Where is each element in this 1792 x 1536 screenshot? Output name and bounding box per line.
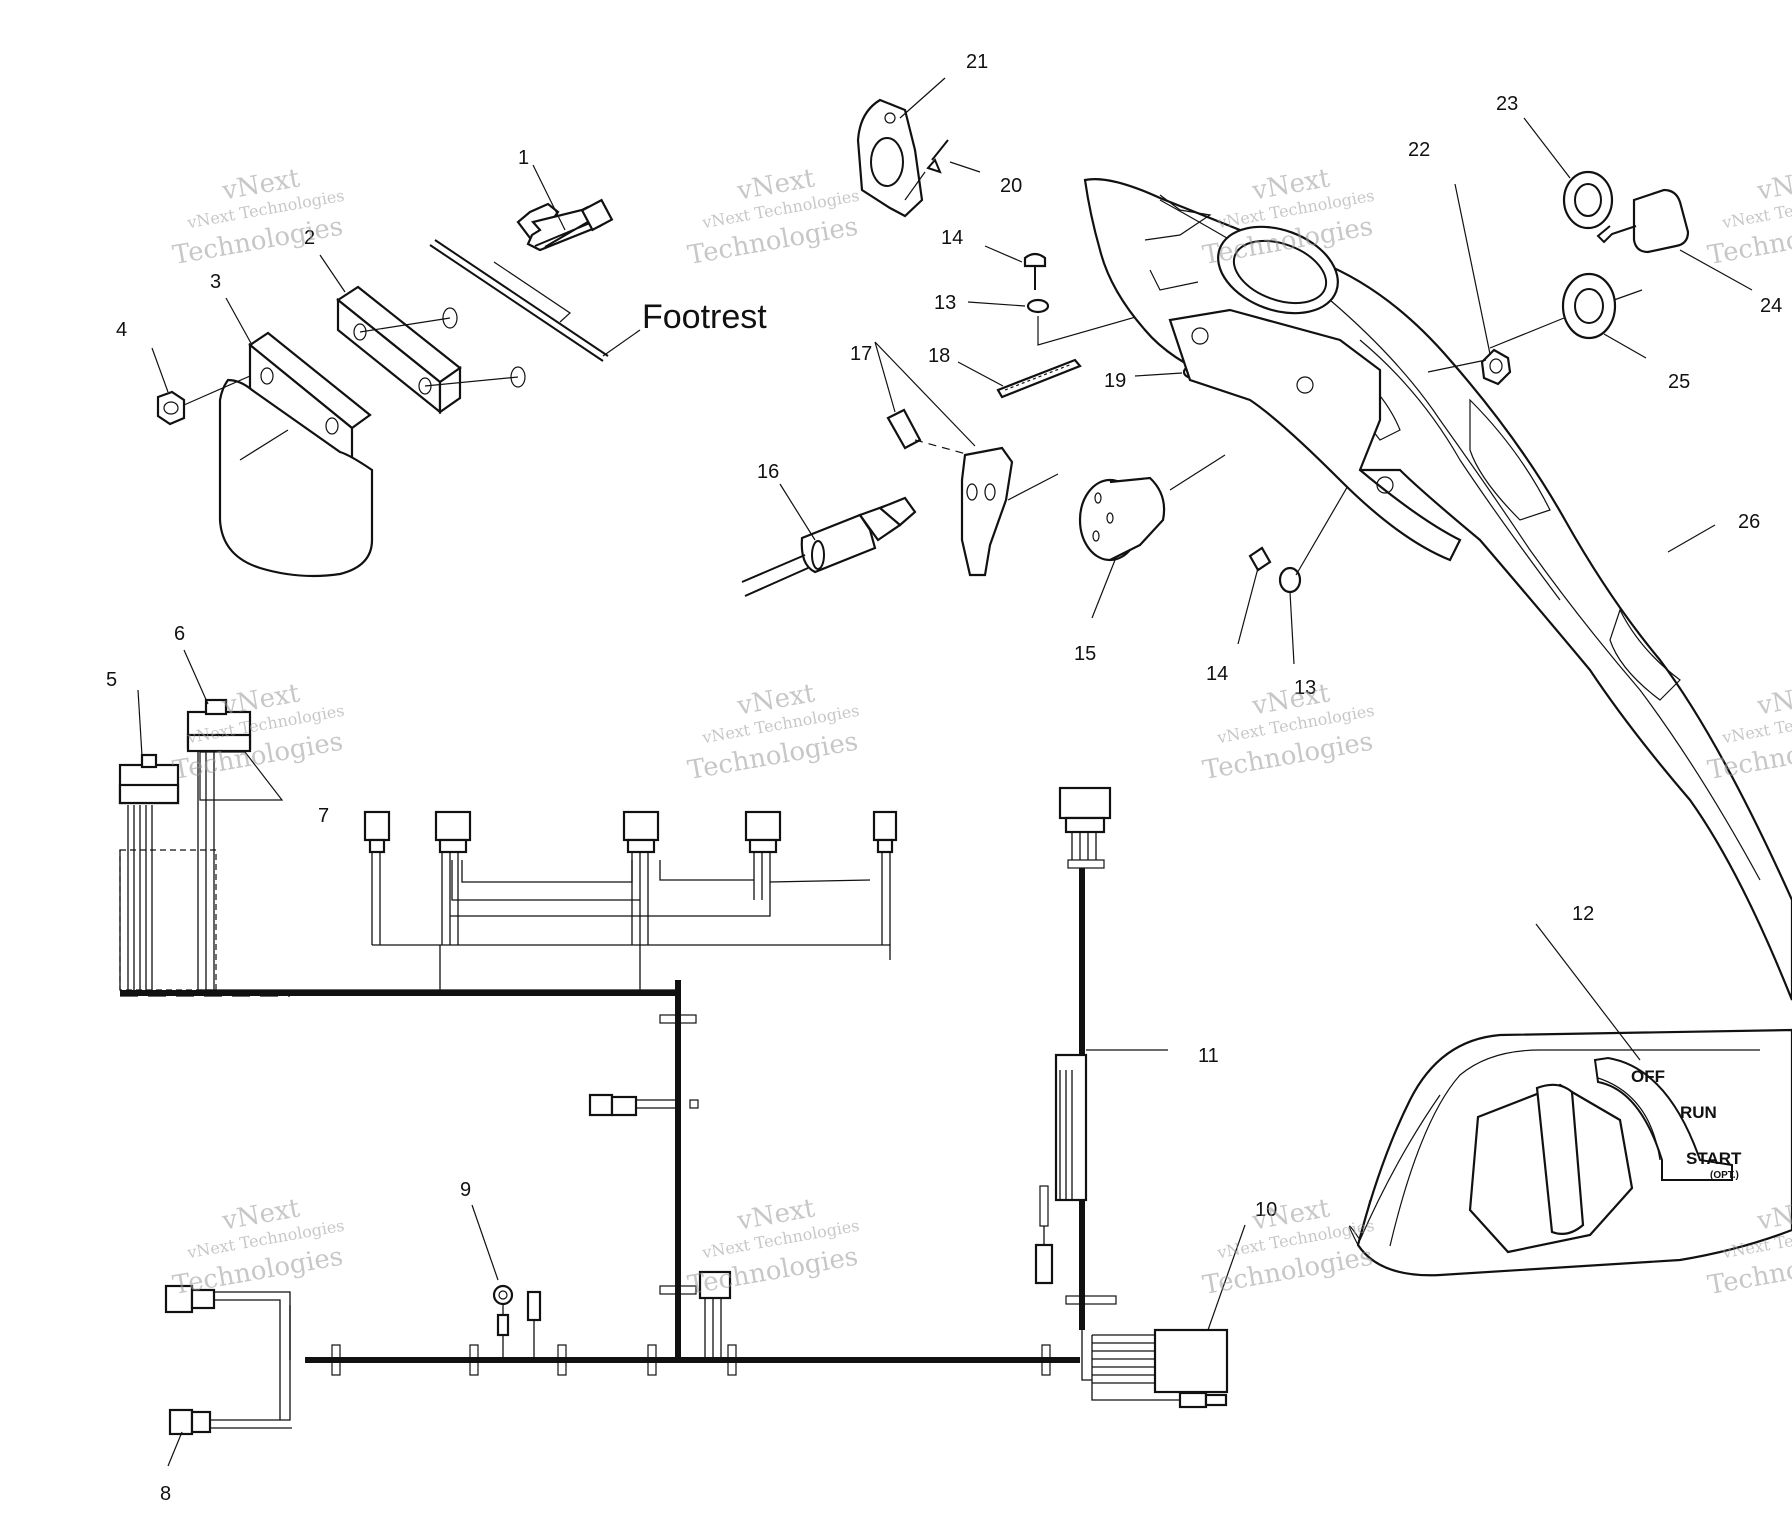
handlebar-cover-part-26	[1083, 178, 1792, 1001]
callout-23: 23	[1496, 93, 1518, 115]
callout-20: 20	[1000, 175, 1022, 197]
watermark: vNext vNext Technologies Technologies	[171, 678, 346, 786]
callout-13-top: 13	[934, 292, 956, 314]
watermark: vNext vNext Technologies Technologies	[1201, 678, 1376, 786]
key-parts-group	[1427, 117, 1753, 386]
harness-branch-part-11	[1034, 786, 1168, 1330]
connector-part-8	[164, 1284, 292, 1467]
callout-19: 19	[1104, 370, 1126, 392]
callout-26: 26	[1738, 511, 1760, 533]
callout-16: 16	[757, 461, 779, 483]
callout-14-lower: 14	[1206, 663, 1228, 685]
connector-part-5	[118, 689, 180, 805]
callout-9: 9	[460, 1179, 471, 1201]
switch-label-off: OFF	[1631, 1067, 1665, 1086]
screw-part-14-lower	[1237, 546, 1272, 645]
callout-12: 12	[1572, 903, 1594, 925]
callout-5: 5	[106, 669, 117, 691]
watermark: vNext vNext Technologies Technologies	[686, 1193, 861, 1301]
switch-label-start-note: (OPT.)	[1710, 1170, 1739, 1181]
footrest-pad	[218, 378, 374, 578]
watermark: vNext vNext Technologies Technologies	[1706, 678, 1792, 786]
callout-2: 2	[304, 227, 315, 249]
callout-11: 11	[1198, 1045, 1219, 1067]
callout-18: 18	[928, 345, 950, 367]
mount-plate-part-3	[248, 331, 372, 473]
callout-3: 3	[210, 271, 221, 293]
callout-15: 15	[1074, 643, 1096, 665]
callout-17: 17	[850, 343, 872, 365]
ring-part-23	[1523, 117, 1614, 230]
watermark: vNext vNext Technologies Technologies	[1706, 163, 1792, 271]
washer-part-13-lower	[1278, 447, 1371, 665]
callout-10: 10	[1255, 1199, 1277, 1221]
watermark: vNext vNext Technologies Technologies	[1201, 1193, 1376, 1301]
watermark: vNext vNext Technologies Technologies	[171, 1193, 346, 1301]
callout-8: 8	[160, 1483, 171, 1505]
key-part-24	[1596, 188, 1753, 291]
footrest-label: Footrest	[642, 298, 767, 336]
callout-25: 25	[1668, 371, 1690, 393]
stop-switch-part-16	[741, 483, 917, 597]
screw-part-14-top	[984, 245, 1047, 290]
screw-part-20	[904, 139, 981, 201]
footrest-edge-line	[434, 239, 609, 357]
ignition-switch-part-15	[1078, 454, 1226, 619]
svg-text:vNext: vNext	[1754, 678, 1792, 721]
spacer-plate-part-2	[336, 285, 526, 415]
watermark: vNext vNext Technologies Technologies	[171, 163, 346, 271]
callout-6: 6	[174, 623, 185, 645]
callout-4: 4	[116, 319, 127, 341]
connector-row-7	[363, 810, 898, 990]
ring-terminal-part-9	[471, 1204, 542, 1360]
nut-part-4	[156, 375, 251, 426]
clip-strip-part-18	[957, 358, 1082, 399]
pin-part-17	[874, 341, 976, 456]
wiring-harness	[118, 649, 1246, 1467]
watermark: vNext vNext Technologies Technologies	[1201, 163, 1376, 271]
footrest-assembly	[151, 164, 641, 578]
callout-13-lower: 13	[1294, 677, 1316, 699]
switch-label-start: START	[1686, 1149, 1742, 1168]
throttle-lever	[960, 446, 1059, 577]
watermark: vNext vNext Technologies Technologies	[686, 163, 861, 271]
svg-text:vNext: vNext	[1754, 163, 1792, 206]
callout-7: 7	[318, 805, 329, 827]
switch-label-run: RUN	[1680, 1103, 1717, 1122]
callout-24: 24	[1760, 295, 1782, 317]
callout-labels: 1 2 3 4 5 6 7 8 9 10 11 12 13 13 14 14 1…	[106, 51, 1782, 1505]
ignition-plate-part-12	[1348, 923, 1792, 1277]
callout-22: 22	[1408, 139, 1430, 161]
callout-14-top: 14	[941, 227, 963, 249]
connector-part-10	[1081, 1224, 1246, 1409]
nut-part-22	[1427, 183, 1512, 386]
watermark: vNext vNext Technologies Technologies	[686, 678, 861, 786]
switch-parts-group	[741, 77, 1371, 665]
connector-part-6	[183, 649, 284, 801]
callout-1: 1	[518, 147, 529, 169]
bolt-part-1	[516, 198, 614, 252]
callout-21: 21	[966, 51, 988, 73]
nut-part-25	[1489, 272, 1647, 359]
bracket-part-21	[856, 77, 946, 218]
